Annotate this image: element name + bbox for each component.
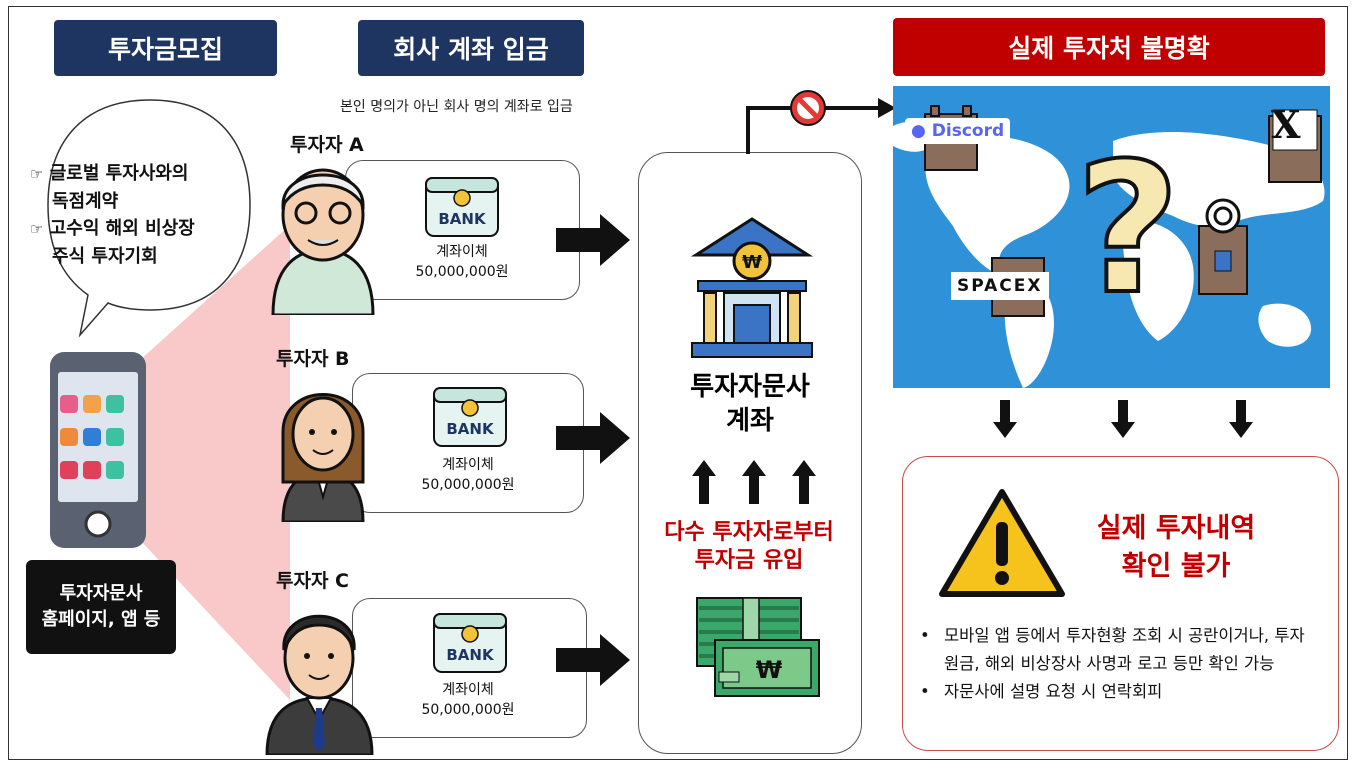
svg-text:₩: ₩ bbox=[756, 656, 783, 684]
bank-building-icon: ₩ bbox=[690, 217, 814, 358]
discord-logo: ● Discord bbox=[905, 118, 1011, 144]
openai-building-icon bbox=[1198, 198, 1248, 295]
speech-line2: 고수익 해외 비상장 bbox=[49, 218, 195, 239]
discord-label: Discord bbox=[931, 121, 1005, 141]
speech-line1b: 독점계약 bbox=[52, 191, 119, 212]
diagram-frame bbox=[8, 6, 1348, 760]
arrow-up-icon bbox=[692, 460, 716, 504]
speech-line1: 글로벌 투자사와의 bbox=[49, 163, 189, 184]
arrow-right-icon bbox=[556, 412, 630, 464]
pointing-hand-icon: ☞ bbox=[30, 165, 44, 183]
speech-text: ☞ 글로벌 투자사와의 독점계약 ☞ 고수익 해외 비상장 주식 투자기회 bbox=[30, 160, 250, 270]
spacex-logo: SPACEX bbox=[951, 272, 1049, 300]
warning-icon bbox=[939, 489, 1065, 597]
bank-card-icon: BANK bbox=[425, 177, 499, 237]
header-unclear-label: 실제 투자처 불명확 bbox=[1008, 34, 1210, 63]
elderly-man-avatar bbox=[271, 168, 375, 315]
header-deposit: 회사 계좌 입금 bbox=[358, 20, 584, 76]
warning-title-line2: 확인 불가 bbox=[1121, 551, 1231, 582]
warning-bullets: 모바일 앱 등에서 투자현황 조회 시 공란이거나, 투자원금, 해외 비상장사… bbox=[918, 622, 1318, 706]
phone-label-line2: 홈페이지, 앱 등 bbox=[41, 609, 161, 630]
bank-text: BANK bbox=[446, 646, 495, 664]
down-arrows bbox=[993, 400, 1253, 438]
x-logo: X bbox=[1271, 102, 1301, 147]
funnel-shape bbox=[140, 225, 290, 700]
speech-bubble bbox=[47, 99, 251, 338]
bank-card-icon: BANK bbox=[433, 387, 507, 447]
phone-label-line1: 투자자문사 bbox=[59, 583, 143, 604]
arrow-right-icon bbox=[556, 634, 630, 686]
advisory-title-line2: 계좌 bbox=[726, 406, 774, 436]
investor-b-label: 투자자 B bbox=[276, 348, 350, 370]
world-map-continents bbox=[893, 122, 1325, 388]
investor-a-tx-label: 계좌이체 bbox=[436, 244, 488, 260]
svg-text:₩: ₩ bbox=[742, 252, 762, 273]
blocked-flow-arrow bbox=[746, 90, 896, 154]
speech-line2b: 주식 투자기회 bbox=[52, 246, 158, 267]
money-stack-icon: ₩ bbox=[696, 597, 820, 697]
advisory-title-line1: 투자자문사 bbox=[690, 372, 810, 402]
bank-text: BANK bbox=[438, 210, 487, 228]
question-mark-icon: ? bbox=[1083, 126, 1173, 316]
discord-icon: ● bbox=[911, 121, 926, 141]
investor-b-tx-label: 계좌이체 bbox=[442, 457, 494, 473]
bank-card-icon: BANK bbox=[433, 613, 507, 673]
woman-avatar bbox=[281, 393, 365, 522]
investor-a-label: 투자자 A bbox=[290, 134, 364, 156]
bank-text: BANK bbox=[446, 420, 495, 438]
inflow-up-arrows bbox=[692, 460, 816, 504]
header-recruit-label: 투자금모집 bbox=[107, 35, 223, 64]
arrow-up-icon bbox=[792, 460, 816, 504]
warning-title: 실제 투자내역 확인 불가 bbox=[1076, 510, 1276, 586]
smartphone-icon bbox=[50, 352, 146, 548]
businessman-avatar bbox=[265, 614, 374, 755]
warning-bullet: 모바일 앱 등에서 투자현황 조회 시 공란이거나, 투자원금, 해외 비상장사… bbox=[918, 622, 1318, 678]
header-deposit-label: 회사 계좌 입금 bbox=[393, 35, 549, 64]
header-unclear: 실제 투자처 불명확 bbox=[893, 18, 1325, 76]
investor-c-transfer: 계좌이체 50,000,000원 bbox=[398, 680, 538, 720]
arrow-down-icon bbox=[1111, 400, 1135, 438]
investor-a-amount: 50,000,000원 bbox=[415, 264, 509, 280]
header-recruit: 투자금모집 bbox=[54, 20, 277, 76]
pointing-hand-icon: ☞ bbox=[30, 220, 44, 238]
investor-b-amount: 50,000,000원 bbox=[421, 477, 515, 493]
investor-c-amount: 50,000,000원 bbox=[421, 702, 515, 718]
advisory-account-title: 투자자문사 계좌 bbox=[640, 370, 860, 438]
investor-c-label: 투자자 C bbox=[276, 570, 349, 592]
inflow-line1: 다수 투자자로부터 bbox=[664, 520, 834, 545]
warning-bullet: 자문사에 설명 요청 시 연락회피 bbox=[918, 678, 1318, 706]
svg-text:?: ? bbox=[1083, 126, 1173, 316]
inflow-text: 다수 투자자로부터 투자금 유입 bbox=[634, 519, 864, 575]
investor-b-transfer: 계좌이체 50,000,000원 bbox=[398, 455, 538, 495]
investor-a-transfer: 계좌이체 50,000,000원 bbox=[392, 242, 532, 282]
deposit-caption: 본인 명의가 아닌 회사 명의 계좌로 입금 bbox=[340, 99, 573, 115]
inflow-line2: 투자금 유입 bbox=[694, 548, 804, 573]
arrow-down-icon bbox=[1229, 400, 1253, 438]
investor-c-tx-label: 계좌이체 bbox=[442, 682, 494, 698]
warning-title-line1: 실제 투자내역 bbox=[1096, 513, 1256, 544]
world-map: ? ● Discord X SPACEX bbox=[893, 86, 1330, 388]
company-building-icon bbox=[1268, 109, 1322, 183]
arrow-right-icon bbox=[556, 214, 630, 266]
arrow-down-icon bbox=[993, 400, 1017, 438]
phone-label: 투자자문사 홈페이지, 앱 등 bbox=[26, 560, 176, 654]
arrow-up-icon bbox=[742, 460, 766, 504]
